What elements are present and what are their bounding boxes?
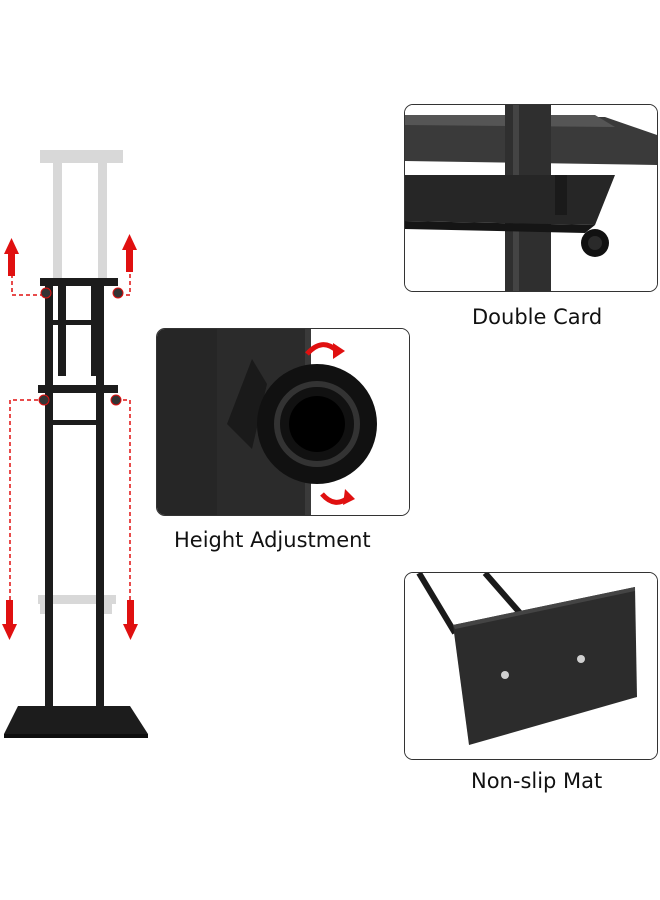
knob-icon — [227, 359, 377, 484]
ghost-top-frame — [40, 150, 123, 285]
adjustment-guides — [9, 260, 131, 600]
mat-plate — [453, 587, 637, 745]
height-adjustment-panel — [156, 328, 410, 516]
height-adjustment-caption: Height Adjustment — [174, 528, 371, 552]
double-card-caption: Double Card — [472, 305, 603, 329]
stand-frame — [4, 278, 148, 738]
arrow-down-right-icon — [123, 600, 138, 640]
non-slip-mat-caption: Non-slip Mat — [471, 769, 603, 793]
ghost-bottom-bar — [38, 595, 116, 614]
arrow-down-left-icon — [2, 600, 17, 640]
stand-base — [4, 706, 148, 734]
stand-illustration — [0, 130, 150, 750]
arrow-up-left-icon — [4, 238, 19, 276]
non-slip-mat-panel — [404, 572, 658, 760]
arrow-up-right-icon — [122, 234, 137, 272]
double-card-panel — [404, 104, 658, 292]
